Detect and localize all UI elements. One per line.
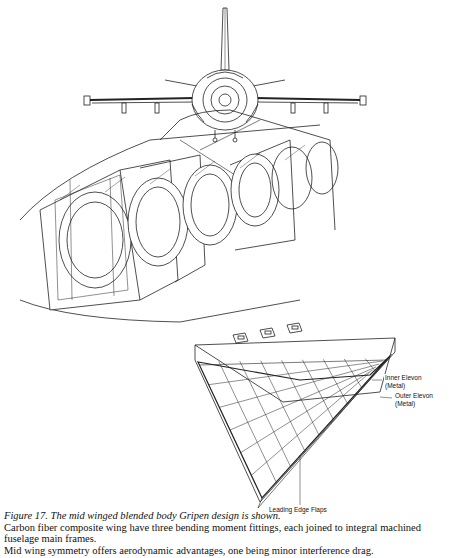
part-label: Inner Elevon (Metal) [384,374,432,389]
figure-caption: Figure 17. The mid winged blended body G… [4,510,444,522]
caption-text: Mid wing symmetry offers aerodynamic adv… [4,545,444,557]
fuselage-frames [20,110,338,322]
bending-fittings [233,323,302,343]
part-label: Outer Elevon (Metal) [394,392,442,407]
leader-lines [300,380,392,505]
part-label: Leading Edge Flaps [268,506,340,514]
front-view [84,8,366,142]
caption-text: Carbon fiber composite wing have three b… [4,522,444,545]
carbon-wing [195,338,395,508]
